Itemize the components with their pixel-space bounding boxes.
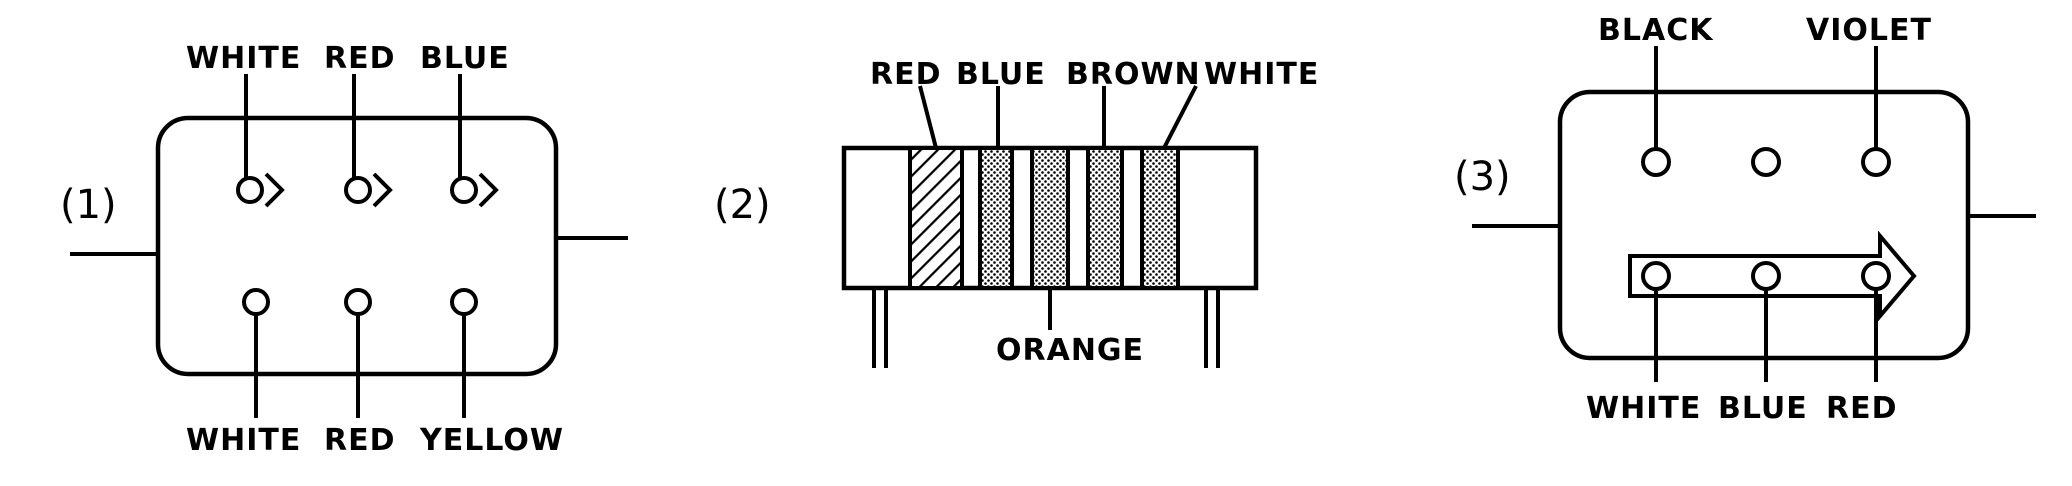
- d1-top-label-red: RED: [324, 41, 396, 76]
- d3-top-label-violet: VIOLET: [1806, 13, 1932, 48]
- diagram-1: (1) WHITE RED BLUE WHITE RE: [60, 41, 628, 458]
- d1-top-label-white: WHITE: [186, 41, 301, 76]
- leader-white: [1162, 85, 1198, 149]
- d3-bottom-label-red: RED: [1826, 391, 1898, 426]
- d2-label-orange: ORANGE: [996, 333, 1144, 368]
- arrow-icon: [1628, 230, 1917, 322]
- band-blue: [978, 146, 1014, 290]
- d3-bottom-label-white: WHITE: [1586, 391, 1701, 426]
- diagram-3-number: (3): [1454, 154, 1511, 200]
- d1-bottom-label-red: RED: [324, 423, 396, 458]
- d2-label-blue: BLUE: [956, 57, 1046, 92]
- diagram-1-number: (1): [60, 182, 117, 228]
- diagram-3-bottom-terminals: [1641, 261, 1891, 382]
- d2-label-white: WHITE: [1204, 57, 1319, 92]
- d2-label-red: RED: [870, 57, 942, 92]
- d1-bottom-label-yellow: YELLOW: [419, 423, 564, 458]
- band-orange: [1030, 146, 1070, 290]
- band-red: [908, 146, 964, 290]
- d2-label-brown: BROWN: [1066, 57, 1201, 92]
- diagram-3: (3) BLACK VIOLET WHITE BLUE RED: [1454, 13, 2036, 426]
- band-brown: [1086, 146, 1124, 290]
- d1-bottom-label-white: WHITE: [186, 423, 301, 458]
- d3-top-label-black: BLACK: [1598, 13, 1714, 48]
- diagram-2: (2) RED BLUE BROWN WHITE ORANGE: [714, 57, 1319, 368]
- diagram-2-number: (2): [714, 182, 771, 228]
- leader-red: [918, 85, 938, 149]
- diagram-3-top-terminals: [1641, 46, 1891, 177]
- band-white: [1140, 146, 1180, 290]
- diagram-1-bottom-terminals: [242, 288, 478, 418]
- diagram-1-top-terminals: [236, 74, 499, 208]
- d3-bottom-label-blue: BLUE: [1718, 391, 1808, 426]
- d1-top-label-blue: BLUE: [420, 41, 510, 76]
